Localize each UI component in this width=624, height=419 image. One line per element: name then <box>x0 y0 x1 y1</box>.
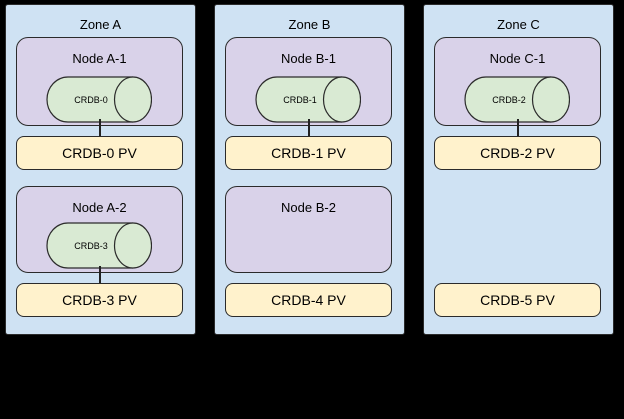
crdb-3-pod-cylinder-icon: CRDB-3 <box>46 222 152 269</box>
crdb-3-pv-box: CRDB-3 PV <box>16 283 183 317</box>
crdb-1-pv-label: CRDB-1 PV <box>271 145 346 161</box>
connector-node-a-2-to-pv <box>99 266 101 284</box>
connector-node-c-1-to-pv <box>517 119 519 137</box>
crdb-5-pv-label: CRDB-5 PV <box>480 292 555 308</box>
connector-node-a-1-to-pv <box>99 119 101 137</box>
node-c-1-label: Node C-1 <box>489 51 546 66</box>
node-b-1: Node B-1 CRDB-1 <box>225 37 392 126</box>
zone-c: Zone C Node C-1 CRDB-2 CRDB-2 PV CRDB-5 … <box>423 4 614 335</box>
node-b-2: Node B-2 <box>225 186 392 273</box>
crdb-4-pv-box: CRDB-4 PV <box>225 283 392 317</box>
crdb-5-pv-box: CRDB-5 PV <box>434 283 601 317</box>
node-a-1: Node A-1 CRDB-0 <box>16 37 183 126</box>
zone-b-title: Zone B <box>288 17 331 32</box>
crdb-0-pod-label: CRDB-0 <box>74 95 108 105</box>
crdb-4-pv-label: CRDB-4 PV <box>271 292 346 308</box>
node-b-2-label: Node B-2 <box>281 200 336 215</box>
crdb-0-pv-label: CRDB-0 PV <box>62 145 137 161</box>
node-a-1-label: Node A-1 <box>72 51 127 66</box>
crdb-1-pod-cylinder-icon: CRDB-1 <box>255 76 361 123</box>
crdb-3-pod-label: CRDB-3 <box>74 241 108 251</box>
node-c-1: Node C-1 CRDB-2 <box>434 37 601 126</box>
crdb-0-pv-box: CRDB-0 PV <box>16 136 183 170</box>
node-a-2-label: Node A-2 <box>72 200 127 215</box>
crdb-2-pv-box: CRDB-2 PV <box>434 136 601 170</box>
zone-a: Zone A Node A-1 CRDB-0 CRDB-0 PV Node A-… <box>5 4 196 335</box>
zone-c-title: Zone C <box>497 17 540 32</box>
crdb-3-pv-label: CRDB-3 PV <box>62 292 137 308</box>
crdb-1-pv-box: CRDB-1 PV <box>225 136 392 170</box>
zone-b: Zone B Node B-1 CRDB-1 CRDB-1 PV Node B-… <box>214 4 405 335</box>
crdb-2-pv-label: CRDB-2 PV <box>480 145 555 161</box>
connector-node-b-1-to-pv <box>308 119 310 137</box>
crdb-2-pod-label: CRDB-2 <box>492 95 526 105</box>
node-a-2: Node A-2 CRDB-3 <box>16 186 183 273</box>
crdb-0-pod-cylinder-icon: CRDB-0 <box>46 76 152 123</box>
crdb-2-pod-cylinder-icon: CRDB-2 <box>464 76 570 123</box>
crdb-1-pod-label: CRDB-1 <box>283 95 317 105</box>
node-b-1-label: Node B-1 <box>281 51 336 66</box>
zone-a-title: Zone A <box>79 17 122 32</box>
